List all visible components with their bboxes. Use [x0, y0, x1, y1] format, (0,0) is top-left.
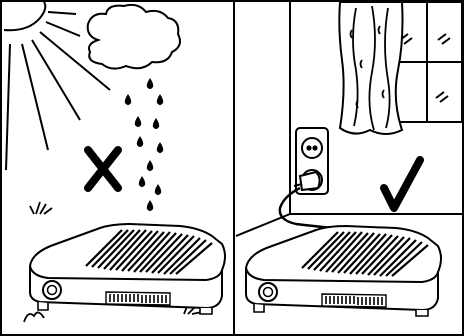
installation-diagram [0, 0, 464, 336]
